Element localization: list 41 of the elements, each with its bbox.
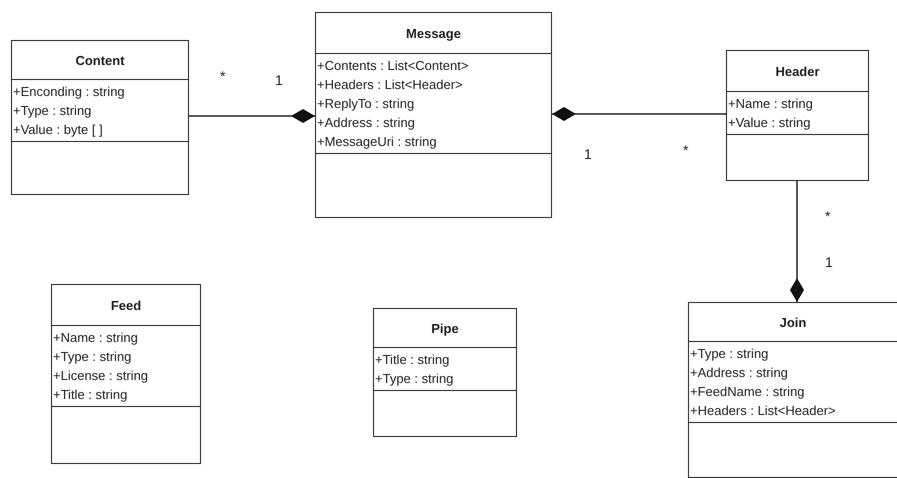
class-name: Message xyxy=(406,26,461,40)
composition-connector xyxy=(189,109,315,123)
attribute-text: +License : string xyxy=(53,367,148,385)
attribute-text: +Enconding : string xyxy=(13,83,125,101)
class-box xyxy=(11,40,189,195)
multiplicity-label: * xyxy=(825,208,830,224)
multiplicity-label: 1 xyxy=(275,72,283,88)
attribute-text: +Headers : List<Header> xyxy=(690,402,836,420)
attribute-text: +Address : string xyxy=(317,114,415,132)
composition-connector xyxy=(552,107,726,121)
attribute-text: +Type : string xyxy=(13,102,92,120)
attribute-text: +ReplyTo : string xyxy=(317,95,414,113)
attribute-text: +MessageUri : string xyxy=(317,133,437,151)
class-box xyxy=(315,12,552,218)
attribute-text: +Title : string xyxy=(53,386,128,404)
attribute-text: +Type : string xyxy=(375,370,454,388)
composition-connector xyxy=(790,181,804,302)
class-box xyxy=(51,284,201,464)
attribute-text: +Name : string xyxy=(728,95,813,113)
attribute-text: +Contents : List<Content> xyxy=(317,57,468,75)
class-name: Content xyxy=(75,52,125,68)
attribute-text: +Type : string xyxy=(53,348,132,366)
attribute-text: +Title : string xyxy=(375,351,450,369)
multiplicity-label: * xyxy=(220,68,226,84)
attribute-text: +Type : string xyxy=(690,345,768,363)
class-name: Feed xyxy=(110,298,142,312)
class-box xyxy=(726,50,869,181)
attribute-text: +Value : string xyxy=(728,114,811,132)
class-box xyxy=(373,308,517,437)
attribute-text: +Value : byte [ ] xyxy=(13,121,103,139)
multiplicity-label: 1 xyxy=(584,146,592,162)
class-name: Join xyxy=(780,314,806,330)
attribute-text: +Address : string xyxy=(690,364,788,382)
attribute-text: +Name : string xyxy=(53,329,138,347)
class-box xyxy=(688,302,897,478)
class-name: Pipe xyxy=(431,320,459,336)
multiplicity-label: * xyxy=(683,142,688,158)
class-name: Header xyxy=(775,64,820,78)
multiplicity-label: 1 xyxy=(825,254,833,270)
attribute-text: +FeedName : string xyxy=(690,383,805,401)
attribute-text: +Headers : List<Header> xyxy=(317,76,463,94)
